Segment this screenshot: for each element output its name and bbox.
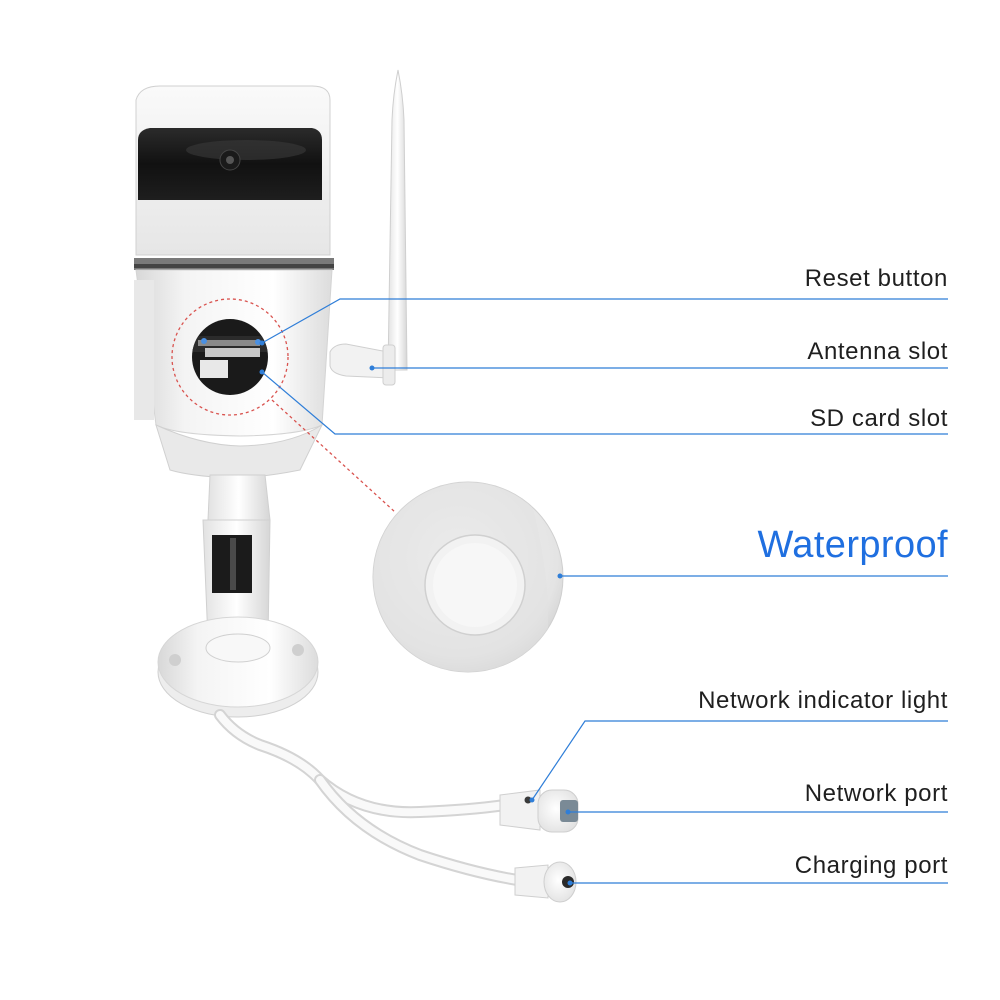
sd-card-slot-label: SD card slot <box>810 405 948 432</box>
charging-connector <box>514 861 577 903</box>
waterproof-zoom <box>372 481 564 673</box>
mount-bracket <box>157 474 319 718</box>
leader-reset <box>261 298 948 344</box>
antenna-slot-label: Antenna slot <box>807 338 948 365</box>
network-indicator-light-label: Network indicator light <box>698 687 948 714</box>
antenna <box>329 69 408 386</box>
leader-network-led <box>531 720 948 801</box>
leader-sd <box>261 371 948 435</box>
reset-button-label: Reset button <box>804 265 948 292</box>
internal-slots-view <box>171 298 289 416</box>
charging-port-label: Charging port <box>794 852 948 879</box>
waterproof-label: Waterproof <box>757 524 948 566</box>
cables <box>214 709 536 888</box>
camera-body <box>134 85 334 479</box>
network-port-label: Network port <box>804 780 948 807</box>
